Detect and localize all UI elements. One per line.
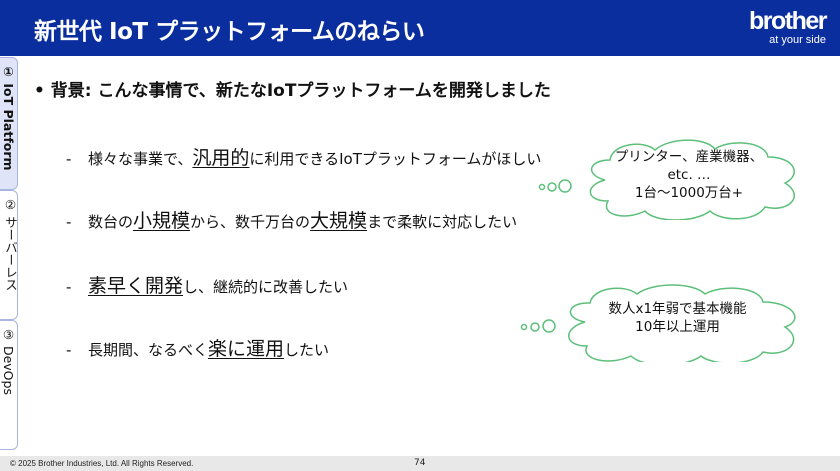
- thought-cloud-scale: プリンター、産業機器、 etc. … 1台～1000万台+: [530, 135, 810, 221]
- dash: -: [66, 278, 72, 296]
- dash: -: [66, 213, 72, 231]
- emphasis: 汎用的: [192, 147, 250, 169]
- dash: -: [66, 341, 72, 359]
- slide-header: 新世代 IoT プラットフォームのねらい brother at your sid…: [0, 0, 840, 56]
- logo-text: brother: [749, 7, 828, 35]
- emphasis: 楽に運用: [208, 338, 285, 360]
- tab-serverless[interactable]: ② サーバーレス: [0, 190, 18, 320]
- cloud-text: 数人x1年弱で基本機能: [608, 301, 747, 317]
- cloud-text: etc. …: [667, 167, 711, 183]
- text: し、継続的に改善したい: [183, 278, 349, 296]
- brother-logo: brother at your side: [749, 7, 828, 46]
- emphasis: 小規模: [133, 210, 191, 232]
- text: 長期間、なるべく: [88, 341, 209, 359]
- dash: -: [66, 150, 72, 168]
- cloud-text: プリンター、産業機器、: [614, 149, 764, 165]
- text: に利用できるIoTプラットフォームがほしい: [249, 150, 542, 168]
- page-number: 74: [414, 458, 426, 468]
- main-bullet: • 背景: こんな事情で、新たなIoTプラットフォームを開発しました: [34, 81, 551, 101]
- emphasis: 大規模: [310, 210, 368, 232]
- text: から、数千万台の: [190, 213, 311, 231]
- text: 数台の: [88, 213, 134, 231]
- list-item: -数台の小規模から、数千万台の大規模まで柔軟に対応したい: [66, 206, 517, 233]
- slide-title: 新世代 IoT プラットフォームのねらい: [34, 19, 425, 45]
- logo-tagline: at your side: [769, 34, 826, 46]
- list-item: -長期間、なるべく楽に運用したい: [66, 334, 329, 361]
- slide-footer: © 2025 Brother Industries, Ltd. All Righ…: [0, 456, 840, 471]
- list-item: -様々な事業で、汎用的に利用できるIoTプラットフォームがほしい: [66, 143, 541, 170]
- list-item: -素早く開発し、継続的に改善したい: [66, 271, 348, 298]
- cloud-text: 10年以上運用: [635, 319, 720, 335]
- tab-label: ③ DevOps: [1, 327, 16, 395]
- tab-iot-platform[interactable]: ① IoT Platform: [0, 57, 18, 190]
- thought-cloud-effort: 数人x1年弱で基本機能 10年以上運用: [515, 282, 815, 366]
- tab-label: ② サーバーレス: [3, 197, 18, 291]
- cloud-shape: [520, 284, 796, 366]
- tab-label: ① IoT Platform: [1, 64, 16, 171]
- text: したい: [284, 341, 330, 359]
- text: 様々な事業で、: [88, 150, 193, 168]
- tab-devops[interactable]: ③ DevOps: [0, 320, 18, 450]
- emphasis: 素早く開発: [88, 275, 184, 297]
- cloud-text: 1台～1000万台+: [634, 185, 744, 201]
- cloud-shape: [538, 139, 795, 221]
- text: まで柔軟に対応したい: [367, 213, 518, 231]
- copyright: © 2025 Brother Industries, Ltd. All Righ…: [10, 459, 194, 468]
